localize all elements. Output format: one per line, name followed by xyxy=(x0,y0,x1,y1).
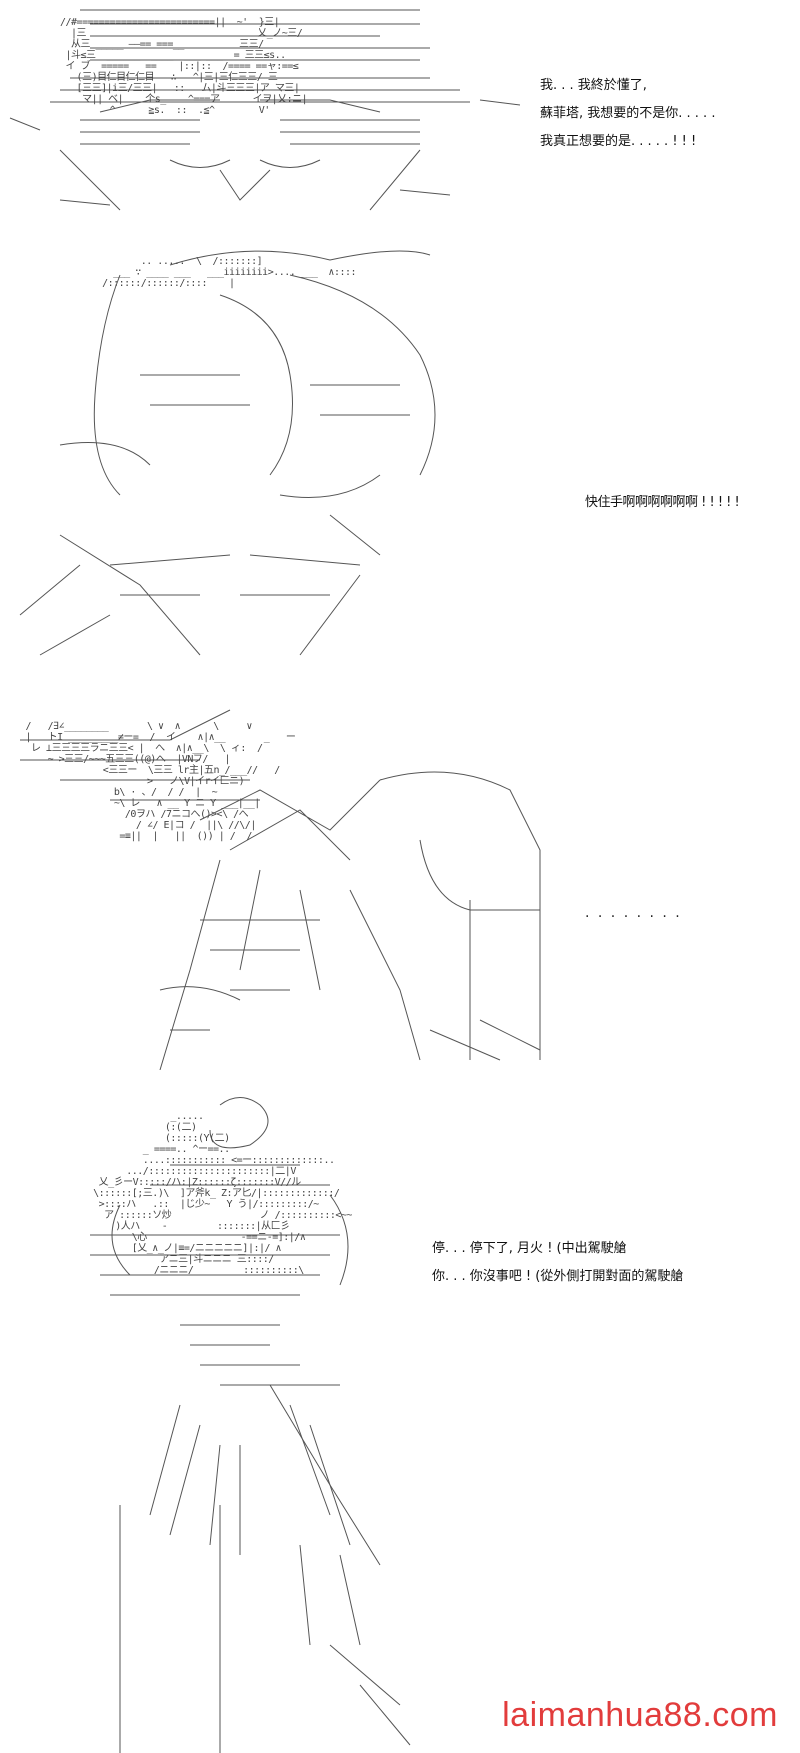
site-watermark: laimanhua88.com xyxy=(502,1696,778,1734)
dialogue-line: 我真正想要的是. . . . . ! ! ! xyxy=(540,134,697,149)
panel-1: //#=========================|| ~' }三| |三… xyxy=(0,0,800,225)
panel-3-ascii-text: / /∃∠________ \ ∨ ∧ \ ∨ | トI _________≠ー… xyxy=(25,721,296,842)
dialogue-line: 快住手啊啊啊啊啊啊 ! ! ! ! ! xyxy=(585,495,740,510)
panel-2-dialogue: 快住手啊啊啊啊啊啊 ! ! ! ! ! xyxy=(585,467,740,539)
dialogue-line: 停. . . 停下了, 月火 ! (中出駕駛艙 xyxy=(432,1241,627,1256)
panel-4-ascii-art xyxy=(90,1097,411,1753)
panel-3-ellipsis: . . . . . . . . xyxy=(585,905,682,921)
panel-4-dialogue: 停. . . 停下了, 月火 ! (中出駕駛艙 你. . . 你沒事吧 ! (從… xyxy=(432,1235,683,1291)
dialogue-line: 你. . . 你沒事吧 ! (從外側打開對面的駕駛艙 xyxy=(432,1269,684,1284)
panel-1-ascii-art xyxy=(9,9,521,211)
panel-4: _..... (:(二) (:::::(Y(二) _ ====.. ^ー==..… xyxy=(0,1085,800,1753)
panel-2-ascii-text: .. ..... \ /:::::::] ___ ∵ ____ ___ ___i… xyxy=(80,245,740,510)
panel-3-ascii-art xyxy=(20,709,541,1070)
panel-3: / /∃∠________ \ ∨ ∧ \ ∨ | トI _________≠ー… xyxy=(0,690,800,1070)
dialogue-line: 蘇菲塔, 我想要的不是你. . . . . xyxy=(540,106,716,121)
panel-2-ascii-art xyxy=(19,250,436,656)
dialogue-line: 我. . . 我終於懂了, xyxy=(540,78,647,93)
panel-1-dialogue: 我. . . 我終於懂了, 蘇菲塔, 我想要的不是你. . . . . 我真正想… xyxy=(540,72,715,156)
panel-1-ascii-text: //#=========================|| ~' }三| |三… xyxy=(60,17,308,116)
panel-2: .. ..... \ /:::::::] ___ ∵ ____ ___ ___i… xyxy=(0,235,800,680)
panel-4-ascii-text: _..... (:(二) (:::::(Y(二) _ ====.. ^ー==..… xyxy=(93,1111,352,1276)
